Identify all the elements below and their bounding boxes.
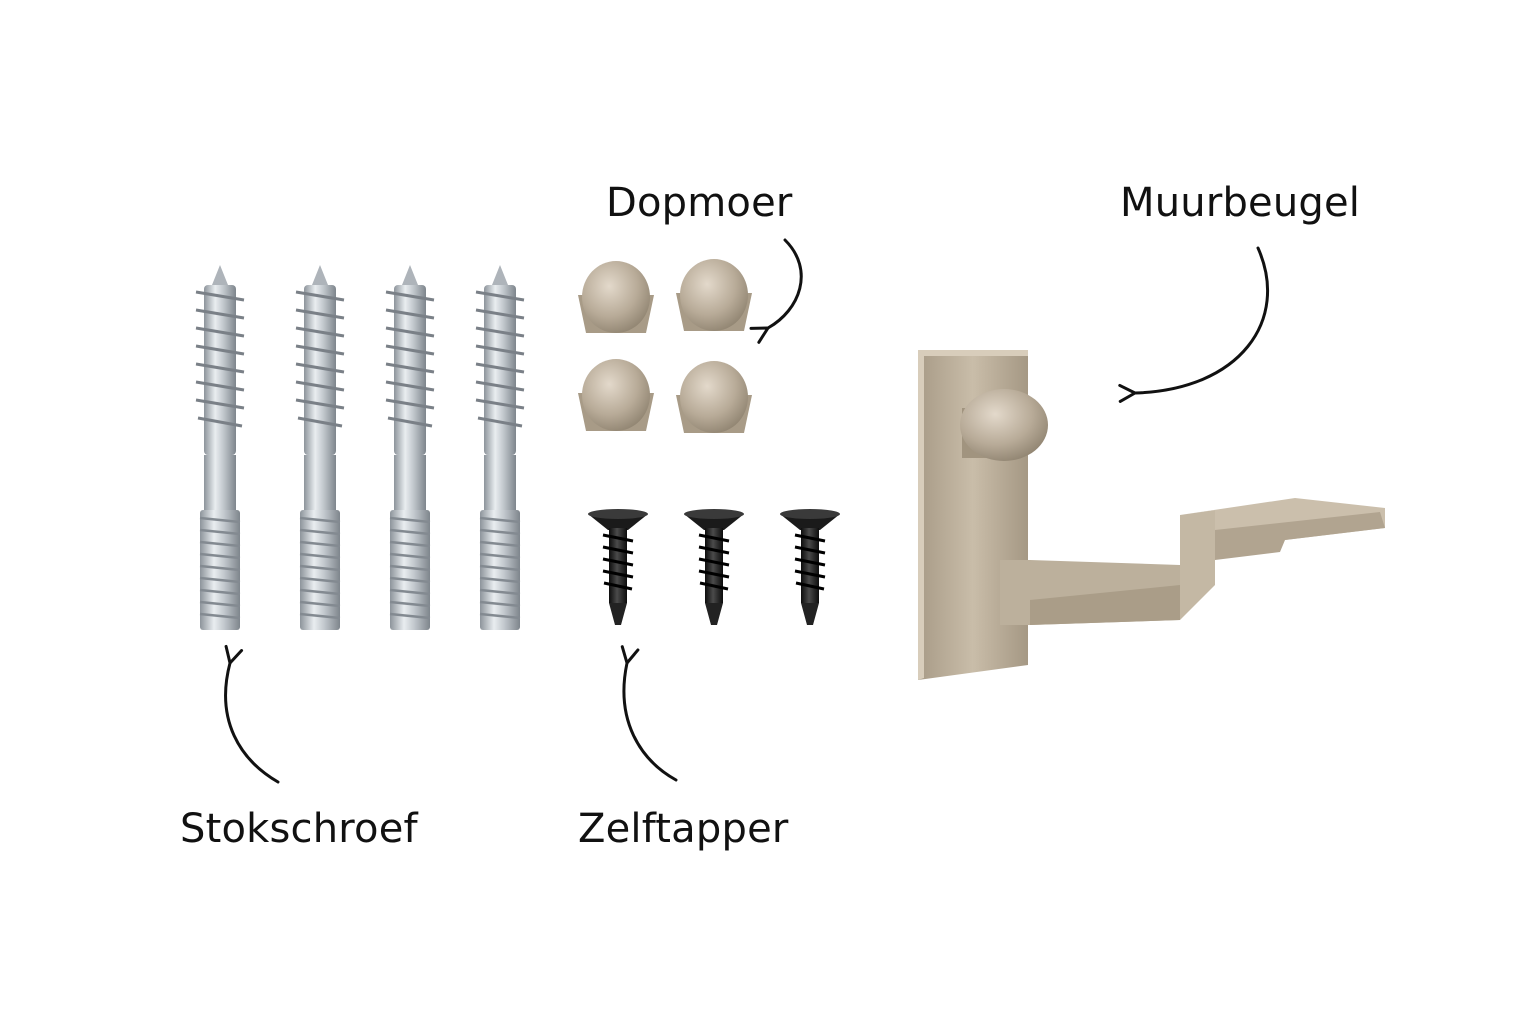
arrow-dopmoer xyxy=(749,238,803,344)
dopmoer-4 xyxy=(676,361,752,433)
dopmoer-1 xyxy=(578,261,654,333)
arrow-muurbeugel xyxy=(1118,246,1269,403)
stokschroef-1 xyxy=(195,265,245,630)
dopmoer-3 xyxy=(578,359,654,431)
zelftapper-group xyxy=(588,509,840,625)
zelftapper-3 xyxy=(780,509,840,625)
zelftapper-2 xyxy=(684,509,744,625)
stokschroef-4 xyxy=(475,265,525,630)
muurbeugel xyxy=(918,350,1385,680)
stokschroef-2 xyxy=(295,265,345,630)
label-zelftapper: Zelftapper xyxy=(578,806,789,852)
label-muurbeugel: Muurbeugel xyxy=(1120,180,1361,226)
arrow-zelftapper xyxy=(620,645,678,782)
dopmoer-group xyxy=(578,259,752,433)
zelftapper-1 xyxy=(588,509,648,625)
arrow-stokschroef xyxy=(224,644,280,784)
label-dopmoer: Dopmoer xyxy=(606,180,793,226)
stokschroef-3 xyxy=(385,265,435,630)
label-stokschroef: Stokschroef xyxy=(180,806,418,852)
stokschroef-group xyxy=(195,265,525,630)
dopmoer-2 xyxy=(676,259,752,331)
